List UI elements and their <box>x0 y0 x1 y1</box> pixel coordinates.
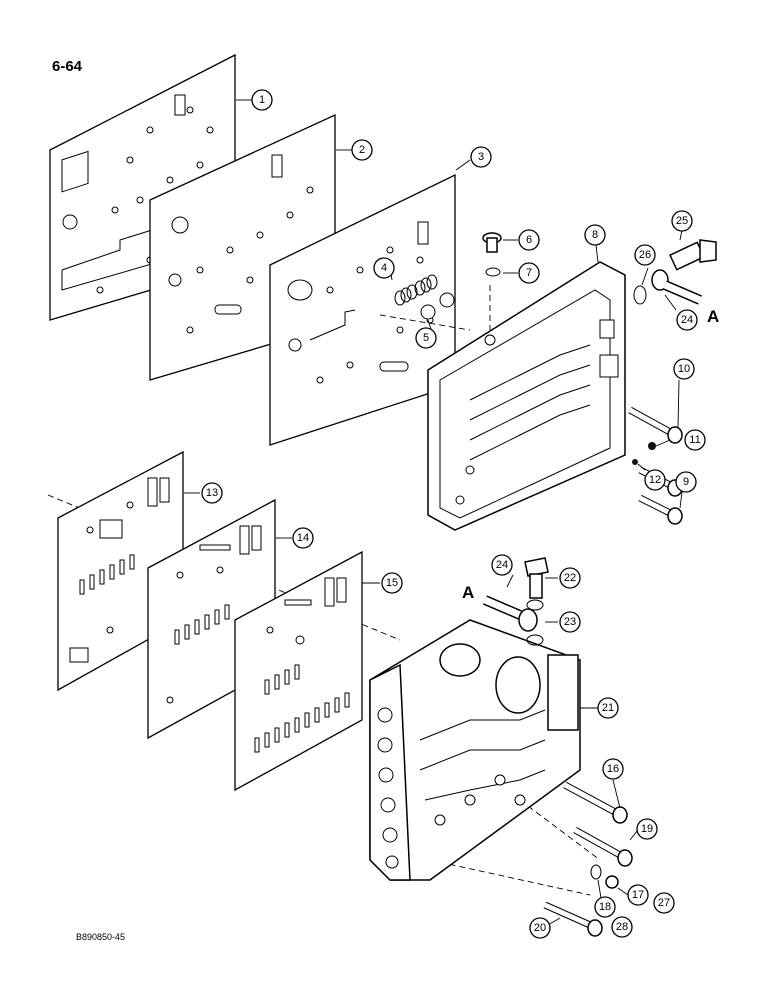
svg-text:2: 2 <box>359 144 365 156</box>
callout-14: 14 <box>292 527 314 549</box>
callout-8: 8 <box>584 224 606 246</box>
svg-text:9: 9 <box>683 476 689 488</box>
svg-text:17: 17 <box>632 889 644 901</box>
svg-text:18: 18 <box>599 901 611 913</box>
callout-24-upper: 24 <box>676 309 698 331</box>
svg-text:4: 4 <box>381 262 387 274</box>
callout-22: 22 <box>559 567 581 589</box>
svg-text:7: 7 <box>526 267 532 279</box>
callout-25: 25 <box>671 210 693 232</box>
svg-text:19: 19 <box>641 823 653 835</box>
callout-4: 4 <box>373 257 395 279</box>
svg-text:11: 11 <box>689 434 700 446</box>
callout-10: 10 <box>673 358 695 380</box>
callout-1: 1 <box>251 89 273 111</box>
callout-9: 9 <box>675 471 697 493</box>
banjo-bolt-25 <box>669 239 717 271</box>
check-springs <box>394 274 438 306</box>
callout-20: 20 <box>529 917 551 939</box>
svg-text:15: 15 <box>386 577 398 589</box>
callout-13: 13 <box>201 482 223 504</box>
figure-code: B890850-45 <box>76 932 126 942</box>
bolt-20 <box>543 901 603 937</box>
banjo-bolt-22 <box>524 557 549 599</box>
page-number: 6-64 <box>52 58 83 75</box>
screw-6 <box>482 232 502 253</box>
svg-text:14: 14 <box>297 532 309 544</box>
callout-19: 19 <box>636 818 658 840</box>
callout-6: 6 <box>518 229 540 251</box>
svg-text:1: 1 <box>259 94 265 106</box>
valve-body-8 <box>427 261 626 531</box>
callout-7: 7 <box>518 262 540 284</box>
check-balls <box>420 292 455 320</box>
separator-plate-15 <box>234 550 363 792</box>
svg-text:12: 12 <box>649 474 661 486</box>
svg-text:20: 20 <box>534 922 546 934</box>
callout-18: 18 <box>594 896 616 918</box>
callout-16: 16 <box>602 758 624 780</box>
hose-fitting-24-lower <box>483 595 538 632</box>
callout-23: 23 <box>559 611 581 633</box>
svg-text:22: 22 <box>564 572 576 584</box>
callout-3: 3 <box>470 146 492 168</box>
callout-12: 12 <box>644 469 666 491</box>
callout-28: 28 <box>611 916 633 938</box>
svg-text:24: 24 <box>681 314 693 326</box>
svg-text:24: 24 <box>496 559 508 571</box>
callout-15: 15 <box>381 572 403 594</box>
callout-2: 2 <box>351 139 373 161</box>
svg-text:6: 6 <box>526 234 532 246</box>
connection-letter-a-lower: A <box>462 583 474 602</box>
callout-21: 21 <box>597 697 619 719</box>
svg-text:13: 13 <box>206 487 218 499</box>
bolt-10 <box>628 406 683 444</box>
svg-text:23: 23 <box>564 616 576 628</box>
callout-17: 17 <box>627 884 649 906</box>
bolt-9-lower <box>638 494 683 525</box>
svg-text:21: 21 <box>602 702 614 714</box>
separator-plate-3 <box>269 173 456 446</box>
bolt-19 <box>573 826 633 867</box>
washer-23-lower <box>526 634 544 646</box>
svg-text:27: 27 <box>658 897 670 909</box>
washer-23-upper <box>526 599 544 611</box>
connection-letter-a-upper: A <box>707 307 719 326</box>
svg-text:10: 10 <box>678 363 690 375</box>
bolt-16 <box>563 781 628 824</box>
washer-26 <box>633 285 647 305</box>
hose-fitting-24-upper <box>651 269 702 305</box>
svg-text:8: 8 <box>592 229 598 241</box>
svg-text:26: 26 <box>639 249 651 261</box>
callout-5: 5 <box>415 327 437 349</box>
o-ring-7 <box>485 267 501 277</box>
callout-24-lower: 24 <box>491 554 513 576</box>
callout-11: 11 <box>684 429 706 451</box>
o-ring-18 <box>590 864 602 880</box>
svg-text:3: 3 <box>478 151 484 163</box>
plug-12 <box>632 459 638 465</box>
valve-body-21 <box>369 619 581 881</box>
svg-text:16: 16 <box>607 763 619 775</box>
svg-text:5: 5 <box>423 332 429 344</box>
plug-11 <box>648 442 656 450</box>
callout-27: 27 <box>653 892 675 914</box>
svg-text:28: 28 <box>616 921 628 933</box>
svg-text:25: 25 <box>676 215 688 227</box>
plug-17 <box>605 875 619 889</box>
callout-26: 26 <box>634 244 656 266</box>
